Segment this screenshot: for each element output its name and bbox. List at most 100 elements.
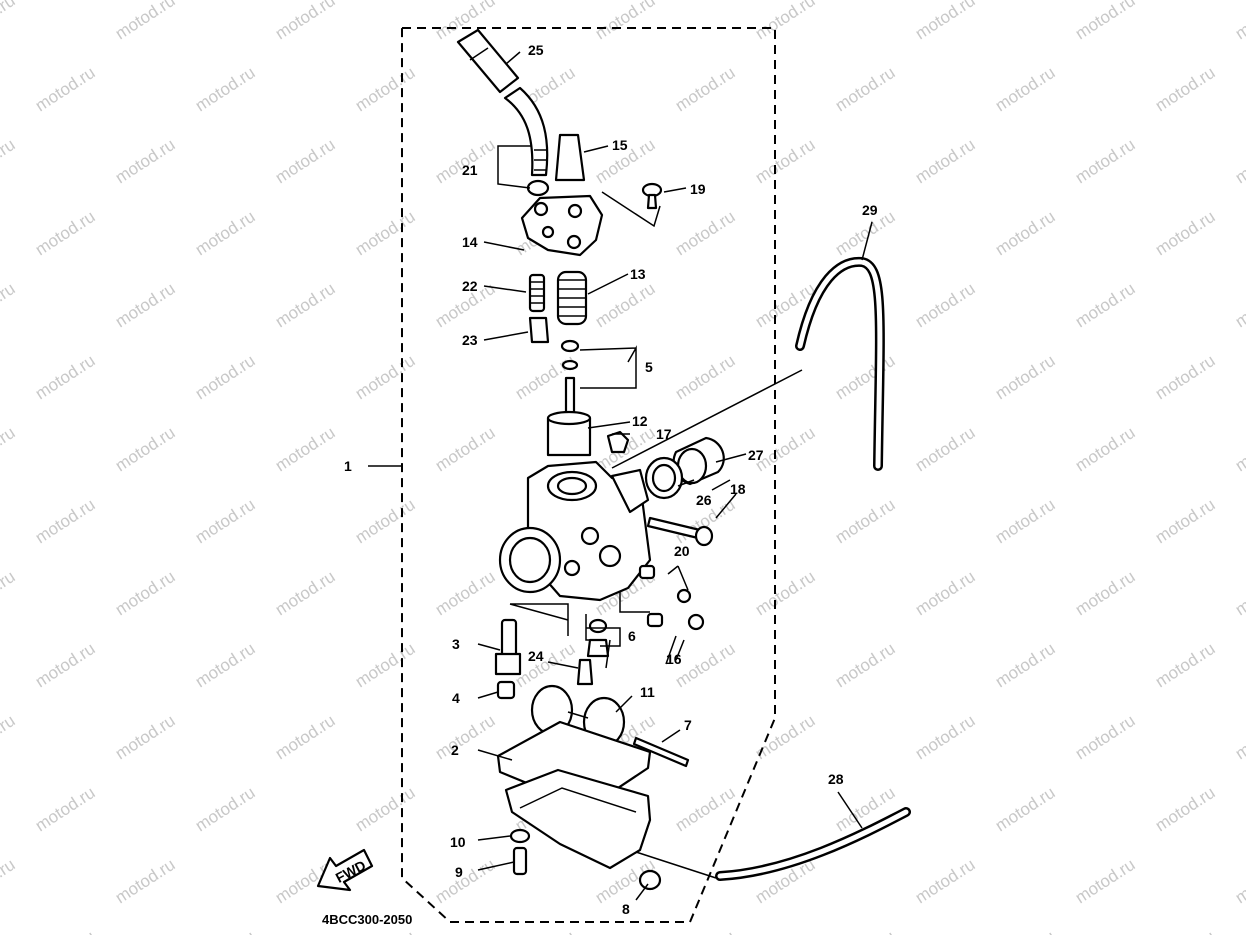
watermark-text: motod.ru xyxy=(192,495,259,547)
watermark-text: motod.ru xyxy=(272,711,339,763)
part-26-clamp-ring xyxy=(644,456,684,500)
watermark-text: motod.ru xyxy=(432,855,499,907)
label-12: 12 xyxy=(632,413,648,429)
watermark-text: motod.ru xyxy=(1232,567,1246,619)
watermark-text: motod.ru xyxy=(1072,711,1139,763)
watermark-text: motod.ru xyxy=(352,63,419,115)
label-27: 27 xyxy=(748,447,764,463)
label-8: 8 xyxy=(622,901,630,917)
watermark-text: motod.ru xyxy=(1072,855,1139,907)
watermark-text: motod.ru xyxy=(0,567,18,619)
watermark-text: motod.ru xyxy=(752,0,819,43)
carburetor-body xyxy=(498,460,652,602)
watermark-text: motod.ru xyxy=(192,783,259,835)
watermark-text: motod.ru xyxy=(192,351,259,403)
watermark-text: motod.ru xyxy=(0,855,18,907)
part-12-throttle-valve xyxy=(546,376,592,457)
watermark-text: motod.ru xyxy=(272,0,339,43)
watermark-text: motod.ru xyxy=(992,783,1059,835)
watermark-text: motod.ru xyxy=(352,639,419,691)
part-13-throttle-spring xyxy=(556,270,588,326)
label-19: 19 xyxy=(690,181,706,197)
watermark-text: motod.ru xyxy=(752,135,819,187)
watermark-text: motod.ru xyxy=(112,135,179,187)
part-22-small-spring xyxy=(528,273,546,313)
watermark-text: motod.ru xyxy=(512,927,579,935)
watermark-text: motod.ru xyxy=(912,423,979,475)
label-26: 26 xyxy=(696,492,712,508)
part-labels: 1 2 3 4 5 6 7 8 9 10 11 12 13 14 15 16 1… xyxy=(344,42,878,917)
watermark-text: motod.ru xyxy=(352,207,419,259)
part-18-screw xyxy=(646,516,714,547)
watermark-text: motod.ru xyxy=(992,927,1059,935)
watermark-text: motod.ru xyxy=(0,423,18,475)
label-29: 29 xyxy=(862,202,878,218)
watermark-text: motod.ru xyxy=(1152,639,1219,691)
label-20: 20 xyxy=(674,543,690,559)
watermark-text: motod.ru xyxy=(352,927,419,935)
watermark-text: motod.ru xyxy=(992,63,1059,115)
label-2: 2 xyxy=(451,742,459,758)
watermark-text: motod.ru xyxy=(832,927,899,935)
watermark-text: motod.ru xyxy=(192,207,259,259)
watermark-text: motod.ru xyxy=(352,351,419,403)
part-6-main-jet xyxy=(586,618,610,658)
part-10-washer xyxy=(509,828,531,844)
watermark-text: motod.ru xyxy=(192,639,259,691)
watermark-text: motod.ru xyxy=(1152,351,1219,403)
watermark-text: motod.ru xyxy=(912,567,979,619)
label-23: 23 xyxy=(462,332,478,348)
watermark-text: motod.ru xyxy=(1232,0,1246,43)
watermark-text: motod.ru xyxy=(0,0,18,43)
watermark-text: motod.ru xyxy=(992,351,1059,403)
part-3-needle-jet xyxy=(494,618,522,676)
watermark-text: motod.ru xyxy=(752,567,819,619)
watermark-text: motod.ru xyxy=(112,0,179,43)
watermark-text: motod.ru xyxy=(112,567,179,619)
label-24: 24 xyxy=(528,648,544,664)
watermark-text: motod.ru xyxy=(32,639,99,691)
watermark-text: motod.ru xyxy=(1072,135,1139,187)
watermark-text: motod.ru xyxy=(672,927,739,935)
part-24-pilot-jet xyxy=(576,658,594,686)
part-21-fuel-tube xyxy=(503,86,550,197)
watermark-text: motod.ru xyxy=(352,783,419,835)
watermark-text: motod.ru xyxy=(1072,0,1139,43)
label-7: 7 xyxy=(684,717,692,733)
watermark-text: motod.ru xyxy=(1232,711,1246,763)
watermark-text: motod.ru xyxy=(432,423,499,475)
watermark-text: motod.ru xyxy=(832,639,899,691)
watermark-text: motod.ru xyxy=(112,423,179,475)
part-4-jet xyxy=(496,680,516,700)
part-20-pilot-screw xyxy=(638,564,692,604)
part-17-nut xyxy=(606,430,630,454)
watermark-text: motod.ru xyxy=(1152,63,1219,115)
watermark-text: motod.ru xyxy=(272,567,339,619)
watermark-text: motod.ru xyxy=(592,0,659,43)
part-14-top-cover xyxy=(520,194,604,257)
watermark-text: motod.ru xyxy=(1152,207,1219,259)
label-5: 5 xyxy=(645,359,653,375)
watermark-text: motod.ru xyxy=(112,855,179,907)
label-1: 1 xyxy=(344,458,352,474)
watermark-text: motod.ru xyxy=(1072,279,1139,331)
watermark-text: motod.ru xyxy=(192,927,259,935)
watermark-text: motod.ru xyxy=(912,855,979,907)
label-3: 3 xyxy=(452,636,460,652)
part-16-throttle-stop-screw xyxy=(646,612,705,631)
watermark-text: motod.ru xyxy=(272,135,339,187)
watermark-text: motod.ru xyxy=(32,927,99,935)
watermark-text: motod.ru xyxy=(0,135,18,187)
watermark-text: motod.ru xyxy=(432,711,499,763)
label-17: 17 xyxy=(656,426,672,442)
part-25-tube-cap xyxy=(456,28,520,94)
watermark-text: motod.ru xyxy=(672,63,739,115)
label-16: 16 xyxy=(666,651,682,667)
float-chamber xyxy=(504,768,652,870)
watermark-text: motod.ru xyxy=(752,711,819,763)
label-28: 28 xyxy=(828,771,844,787)
watermark-text: motod.ru xyxy=(1072,423,1139,475)
part-15-cap xyxy=(554,133,586,182)
part-19-screw xyxy=(641,182,663,210)
watermark-text: motod.ru xyxy=(832,63,899,115)
